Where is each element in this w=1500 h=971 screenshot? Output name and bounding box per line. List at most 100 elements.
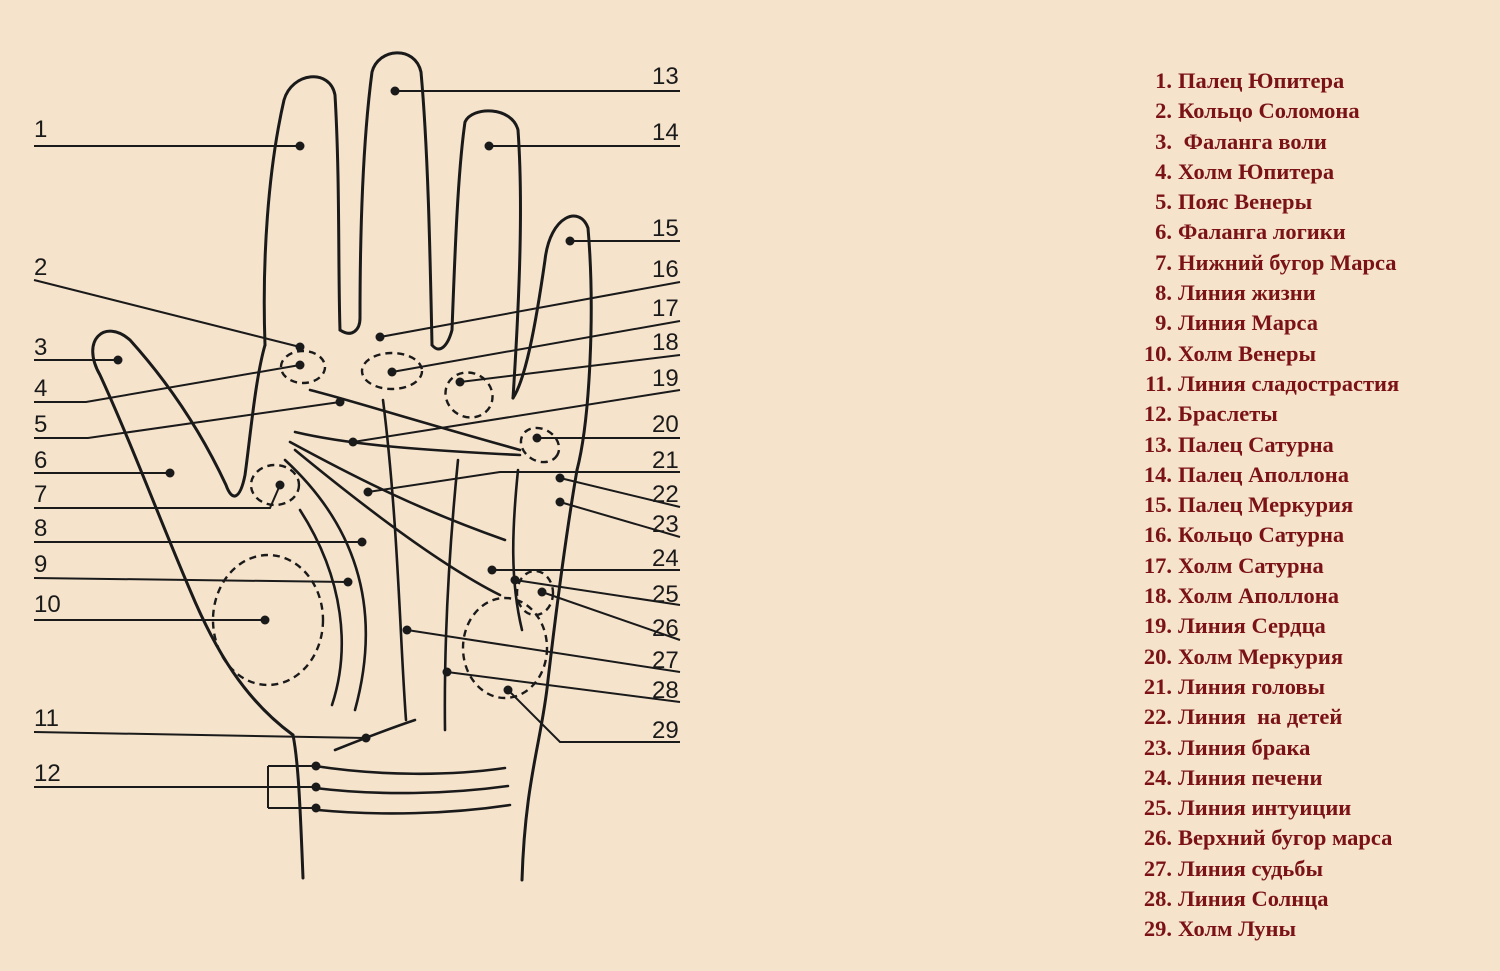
legend-item: 20.Холм Меркурия: [1143, 643, 1344, 669]
callout-22: 22: [652, 481, 679, 508]
legend-item: 29.Холм Луны: [1143, 916, 1297, 942]
callout-numbers: 1 2 3 4 5 6 7 8 9 10 11 12 13 14 15 16 1…: [34, 63, 679, 787]
leader-28: [446, 671, 681, 703]
bracelet-1: [313, 764, 507, 776]
legend-item: 18.Холм Аполлона: [1143, 583, 1339, 609]
callout-4: 4: [34, 375, 47, 402]
bracket-12: [267, 765, 316, 809]
leader-25: [514, 579, 681, 606]
legend-item: 7.Нижний бугор Марса: [1155, 249, 1397, 275]
callout-2: 2: [34, 254, 47, 281]
upper-mars-mount: [515, 569, 555, 617]
legend-item: 22.Линия на детей: [1143, 704, 1343, 730]
callout-7: 7: [34, 481, 47, 508]
callout-12: 12: [34, 760, 61, 787]
callout-1: 1: [34, 116, 47, 143]
bracelet-3: [316, 803, 512, 815]
moon-mount: [461, 596, 549, 700]
leader-2: [33, 279, 301, 348]
legend-item: 21.Линия головы: [1143, 673, 1326, 699]
mars-line: [298, 508, 344, 707]
legend-item: 27.Линия судьбы: [1143, 855, 1324, 881]
legend-item: 23.Линия брака: [1143, 734, 1311, 760]
leader-22: [559, 477, 681, 508]
lust-line: [333, 718, 417, 752]
index-finger-outline: [262, 75, 342, 347]
legend-item: 25.Линия интуиции: [1143, 795, 1352, 821]
wrist-left-edge: [291, 733, 305, 880]
venus-mount: [211, 553, 325, 687]
callout-20: 20: [652, 411, 679, 438]
leader-16: [379, 281, 681, 338]
legend-item: 12.Браслеты: [1143, 401, 1278, 427]
intuition-line: [511, 468, 524, 632]
apollo-mount: [444, 371, 494, 419]
sun-line: [443, 458, 460, 732]
legend-item: 4.Холм Юпитера: [1155, 158, 1335, 184]
callout-27: 27: [652, 647, 679, 674]
callout-21: 21: [652, 447, 679, 474]
legend-item: 17.Холм Сатурна: [1143, 552, 1324, 578]
callout-13: 13: [652, 63, 679, 90]
legend-item: 2.Кольцо Соломона: [1155, 98, 1360, 124]
leader-27: [406, 629, 681, 673]
saturn-mount: [360, 351, 424, 391]
callout-9: 9: [34, 551, 47, 578]
girdle-of-venus: [308, 388, 522, 452]
fate-line: [381, 398, 408, 722]
ring-finger-outline: [430, 109, 522, 400]
legend-item: 8.Линия жизни: [1155, 280, 1316, 306]
life-line: [283, 458, 368, 712]
callout-17: 17: [652, 295, 679, 322]
liver-line: [293, 448, 502, 597]
legend-item: 24.Линия печени: [1143, 764, 1323, 790]
thumb-outline: [91, 329, 295, 737]
leader-29: [507, 689, 680, 743]
callout-10: 10: [34, 591, 61, 618]
leader-4: [34, 364, 301, 403]
leader-9: [33, 577, 349, 583]
heart-line: [293, 430, 522, 457]
callout-15: 15: [652, 215, 679, 242]
mercury-mount: [519, 426, 561, 464]
mounts: [211, 349, 561, 700]
callout-24: 24: [652, 545, 679, 572]
leader-23: [559, 501, 681, 538]
leader-21: [367, 471, 680, 493]
legend-item: 14.Палец Аполлона: [1143, 461, 1350, 487]
jupiter-mount: [279, 349, 327, 385]
palm-right-edge: [520, 468, 579, 882]
leader-26: [541, 591, 681, 641]
head-line: [288, 440, 507, 542]
legend-item: 1.Палец Юпитера: [1155, 68, 1345, 93]
legend-item: 15.Палец Меркурия: [1143, 492, 1354, 518]
palm-lines: [283, 388, 524, 815]
legend-item: 9.Линия Марса: [1155, 310, 1318, 336]
leader-17: [391, 320, 681, 373]
leader-11: [33, 731, 367, 739]
leader-5: [34, 401, 341, 439]
callout-14: 14: [652, 119, 679, 146]
legend-item: 6.Фаланга логики: [1155, 219, 1346, 245]
callout-28: 28: [652, 677, 679, 704]
legend-item: 19.Линия Сердца: [1143, 613, 1326, 639]
callout-18: 18: [652, 329, 679, 356]
leader-18: [459, 354, 681, 383]
callout-29: 29: [652, 717, 679, 744]
leader-lines: [33, 90, 681, 809]
legend-item: 28.Линия Солнца: [1143, 886, 1329, 912]
callout-dots: [113, 86, 575, 813]
middle-finger-outline: [338, 51, 434, 347]
hand-outline: [91, 51, 593, 882]
leader-19: [352, 389, 681, 443]
legend-item: 10.Холм Венеры: [1143, 340, 1317, 366]
legend-item: 13.Палец Сатурна: [1143, 431, 1334, 457]
legend-item: 16.Кольцо Сатурна: [1143, 522, 1345, 548]
callout-25: 25: [652, 581, 679, 608]
legend-item: 11.Линия сладострастия: [1145, 370, 1400, 396]
legend-item: 26.Верхний бугор марса: [1143, 825, 1393, 851]
callout-6: 6: [34, 447, 47, 474]
callout-23: 23: [652, 511, 679, 538]
callout-8: 8: [34, 515, 47, 542]
